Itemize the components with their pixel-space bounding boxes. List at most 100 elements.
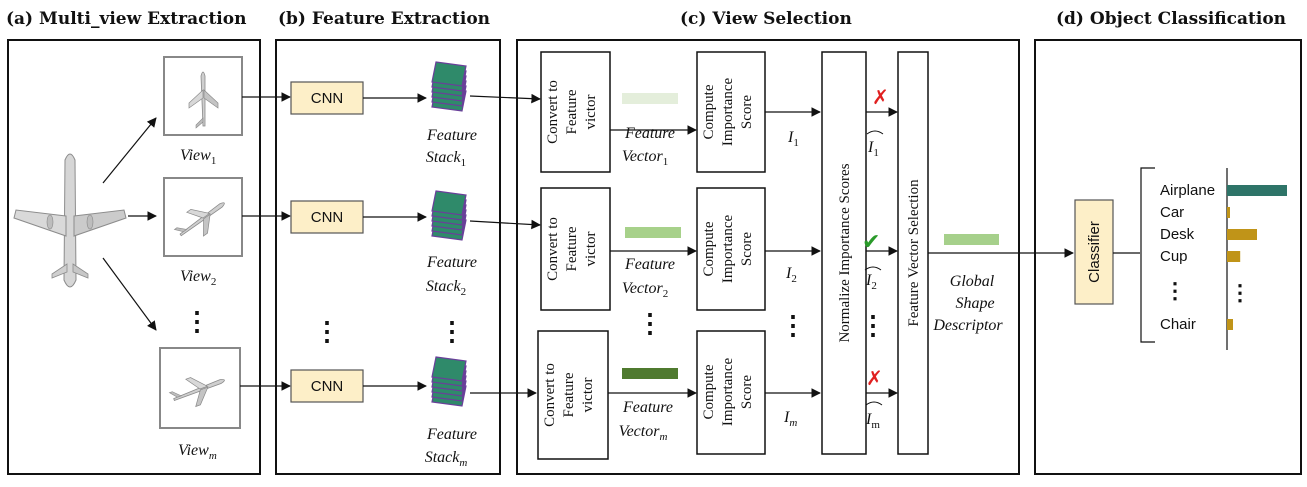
svg-text:CNN: CNN <box>311 209 344 226</box>
stack-ellipsis: ⋮ <box>439 317 465 346</box>
box-label-line: victor <box>583 95 599 130</box>
global-descriptor-line2: Shape <box>955 295 994 312</box>
normalized-ellipsis: ⋮ <box>860 311 886 340</box>
box-label-line: Feature <box>561 372 577 417</box>
normalized-score-2: I2 <box>864 266 882 292</box>
class-bar-ellipsis: ⋮ <box>1229 280 1251 305</box>
svg-text:Classifier: Classifier <box>1086 221 1103 283</box>
airplane-3d-model <box>13 153 127 288</box>
section-title-object-classification: (d) Object Classification <box>1056 9 1286 29</box>
stack-label-1: Stack1 <box>426 149 466 169</box>
feature-vector-bar-2 <box>625 227 681 238</box>
box-label-line: Score <box>739 375 755 409</box>
box-label-line: Score <box>739 232 755 266</box>
stack-layer <box>431 61 467 87</box>
section-title-multiview: (a) Multi_view Extraction <box>6 9 246 29</box>
normalize-importance-box: Normalize Importance Scores <box>821 51 867 455</box>
svg-text:Im: Im <box>865 411 880 431</box>
view-label-m: Viewm <box>178 442 217 462</box>
class-bar-car <box>1227 207 1230 218</box>
box-label-line: Convert to <box>545 217 561 281</box>
box-label-line: Importance <box>720 358 736 427</box>
section-title-feature-extraction: (b) Feature Extraction <box>278 9 490 29</box>
class-label-chair: Chair <box>1160 316 1196 333</box>
section-title-view-selection: (c) View Selection <box>680 9 852 29</box>
box-label-line: Importance <box>720 78 736 147</box>
panel-feature-extraction <box>275 39 501 475</box>
box-label-line: Importance <box>720 215 736 284</box>
normalized-score-1: I1 <box>866 130 884 159</box>
class-bar-chair <box>1227 319 1233 330</box>
global-descriptor-line3: Descriptor <box>932 317 1003 334</box>
views-ellipsis: ⋮ <box>184 307 210 336</box>
stack-label-2: Stack2 <box>426 278 466 298</box>
feature-vector-bar-1 <box>622 93 678 104</box>
normalized-score-m: Im <box>865 401 883 431</box>
svg-text:Feature Vector Selection: Feature Vector Selection <box>906 179 922 327</box>
view-label-1: View1 <box>180 147 216 167</box>
feature-stack-2 <box>431 190 467 241</box>
feature-vector-bar-m <box>622 368 678 379</box>
panel-multiview <box>7 39 261 475</box>
class-label-ellipsis: ⋮ <box>1164 278 1186 303</box>
stack-layer <box>431 190 467 216</box>
panel-view-selection <box>516 39 1020 475</box>
box-label-line: Convert to <box>545 80 561 144</box>
svg-text:Normalize Importance Scores: Normalize Importance Scores <box>837 163 853 342</box>
view-thumbnail-2 <box>163 177 243 257</box>
box-label-line: Compute <box>701 84 717 139</box>
cnn-box-m: CNN <box>290 369 364 403</box>
box-label-line: Score <box>739 95 755 129</box>
selected-check-2: ✔ <box>862 229 880 254</box>
importance-label-m: Im <box>783 409 797 429</box>
svg-text:CNN: CNN <box>311 378 344 395</box>
global-descriptor-line1: Global <box>950 273 995 290</box>
box-label-line: Feature <box>564 89 580 134</box>
stack-label-m: Stackm <box>425 449 468 469</box>
view-thumbnail-m <box>159 347 241 429</box>
class-bar-desk <box>1227 229 1257 240</box>
stack-layer <box>431 356 467 382</box>
stack-label-m-line1: Feature <box>426 426 477 443</box>
feature-stack-m <box>431 356 467 407</box>
vector-ellipsis: ⋮ <box>637 309 663 338</box>
class-label-airplane: Airplane <box>1160 182 1215 199</box>
stack-label-2-line1: Feature <box>426 254 477 271</box>
box-label-line: Compute <box>701 364 717 419</box>
feature-vector-label-2-line1: Feature <box>624 256 675 273</box>
box-label-line: Feature <box>564 226 580 271</box>
importance-label-2: I2 <box>785 265 797 285</box>
class-bar-airplane <box>1227 185 1287 196</box>
box-label-line: victor <box>583 232 599 267</box>
class-label-desk: Desk <box>1160 226 1195 243</box>
global-descriptor-bar <box>944 234 999 245</box>
panel-object-classification <box>1034 39 1302 475</box>
view-label-2: View2 <box>180 268 216 288</box>
box-label-line: Compute <box>701 221 717 276</box>
importance-label-1: I1 <box>787 129 799 149</box>
rejected-cross-1: ✗ <box>872 87 889 109</box>
stack-label-1-line1: Feature <box>426 127 477 144</box>
class-label-cup: Cup <box>1160 248 1188 265</box>
cnn-ellipsis: ⋮ <box>314 317 340 346</box>
class-label-car: Car <box>1160 204 1184 221</box>
feature-vector-selection-box: Feature Vector Selection <box>897 51 929 455</box>
feature-vector-label-m-line1: Feature <box>622 399 673 416</box>
classifier-box: Classifier <box>1074 199 1114 305</box>
svg-text:I2: I2 <box>865 272 877 292</box>
svg-text:I1: I1 <box>867 139 879 159</box>
cnn-box-2: CNN <box>290 200 364 234</box>
class-bracket <box>1140 167 1155 343</box>
box-label-line: victor <box>580 378 596 413</box>
box-label-line: Convert to <box>542 363 558 427</box>
importance-ellipsis: ⋮ <box>780 311 806 340</box>
